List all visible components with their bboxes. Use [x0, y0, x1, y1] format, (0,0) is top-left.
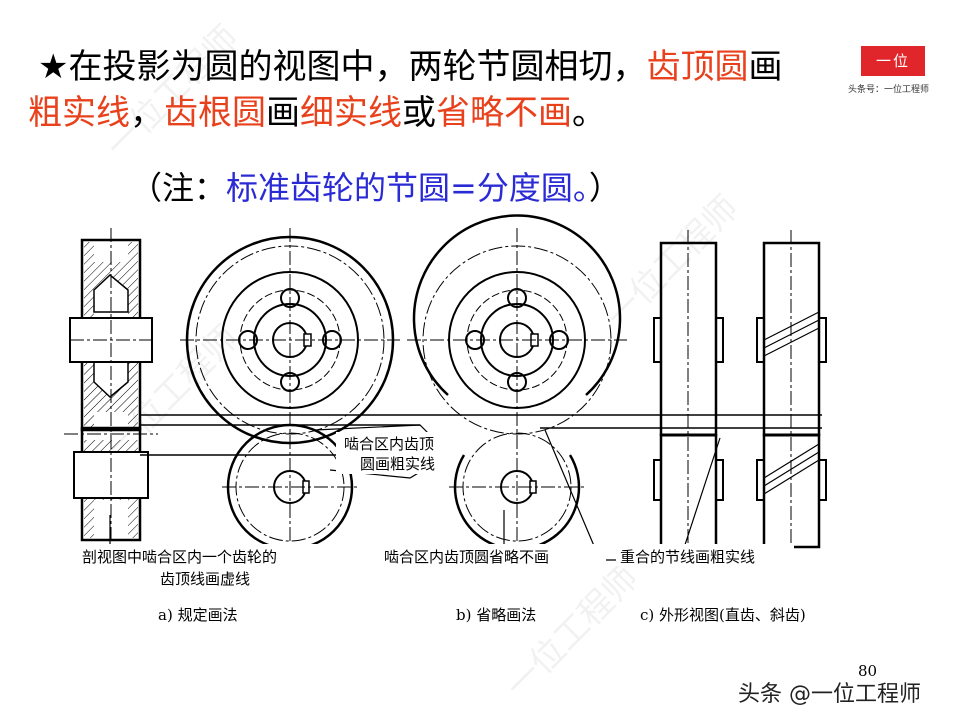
dedendum-circle-term: 齿根圆	[164, 93, 266, 133]
star-icon: ★	[38, 47, 69, 87]
heading-text-5: 或	[402, 93, 436, 133]
note: （注：标准齿轮的节圆=分度圆。）	[130, 168, 621, 208]
page-number: 80	[858, 662, 878, 680]
svg-text:一位工程师: 一位工程师	[498, 558, 646, 706]
label-a-line2: 齿顶线画虚线	[160, 570, 250, 588]
source-watermark: 头条 @一位工程师	[738, 682, 921, 707]
heading-line1: ★在投影为圆的视图中，两轮节圆相切，齿顶圆画	[38, 46, 782, 88]
heading-text-1: 在投影为圆的视图中，两轮节圆相切，	[68, 47, 647, 87]
heading-text-2: 画	[748, 47, 783, 87]
logo-subtitle: 头条号：一位工程师	[848, 85, 930, 95]
heading-line2: 粗实线，齿根圆画细实线或省略不画。	[28, 92, 606, 134]
thin-line-term: 细实线	[300, 93, 402, 133]
section-view-a	[64, 228, 158, 552]
logo: 一位	[861, 46, 925, 76]
omit-term: 省略不画	[436, 93, 572, 133]
front-view-a	[180, 228, 400, 560]
label-a-line1: 剖视图中啮合区内一个齿轮的	[82, 548, 277, 566]
captions: 啮合区内齿顶 圆画粗实线 剖视图中啮合区内一个齿轮的 齿顶线画虚线 啮合区内齿顶…	[74, 432, 806, 624]
subcaption-b: b) 省略画法	[456, 606, 536, 624]
heading-text-4: 画	[266, 93, 300, 133]
addendum-circle-term: 齿顶圆	[646, 47, 749, 87]
label-mesh-line2: 圆画粗实线	[360, 455, 435, 473]
label-mesh-line1: 啮合区内齿顶	[344, 435, 434, 453]
note-open: （注：	[130, 169, 227, 207]
heading-text-6: 。	[572, 93, 606, 133]
subcaption-c: c) 外形视图(直齿、斜齿)	[640, 606, 806, 624]
label-c: 重合的节线画粗实线	[620, 548, 755, 566]
note-text: 标准齿轮的节圆=分度圆。	[226, 169, 589, 207]
note-close: ）	[588, 169, 621, 207]
subcaption-a: a) 规定画法	[158, 606, 238, 624]
heading-text-3: ，	[130, 93, 164, 133]
label-b: 啮合区内齿顶圆省略不画	[384, 548, 549, 566]
thick-line-term: 粗实线	[28, 93, 130, 133]
front-view-b	[407, 214, 627, 560]
